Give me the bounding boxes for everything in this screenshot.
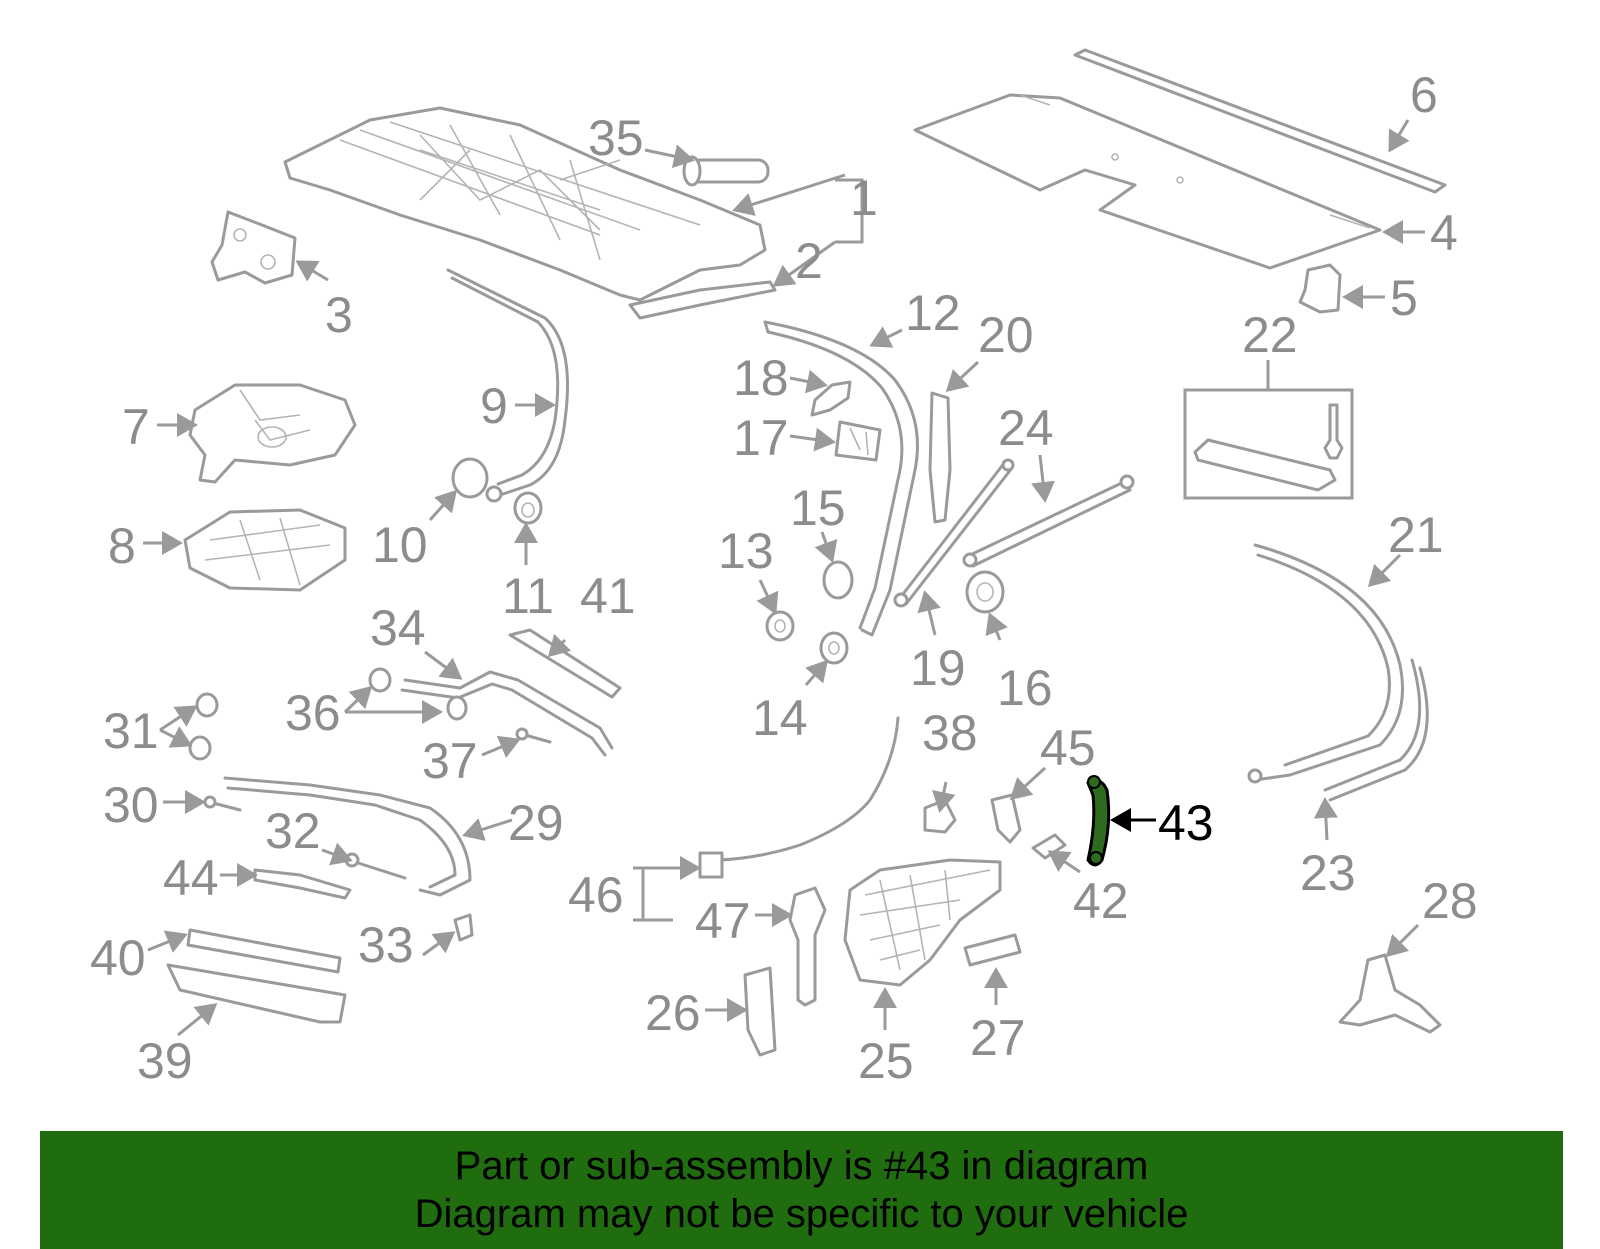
callout-47: 47 [695,893,751,949]
callout-numbers: 1 2 3 4 5 6 7 8 9 10 11 12 13 14 15 16 1… [90,67,1478,1089]
callout-2: 2 [795,233,823,289]
part-16-grommet[interactable] [965,570,1005,614]
part-47-arm[interactable] [788,886,827,1007]
callout-27: 27 [970,1010,1026,1066]
part-7-motor[interactable] [188,383,357,484]
part-31-grommets[interactable] [188,692,219,761]
part-3-bracket[interactable] [210,210,297,285]
callout-29: 29 [508,795,564,851]
part-4-shelf[interactable] [913,93,1382,270]
part-13-washer[interactable] [765,610,795,642]
callout-5: 5 [1390,270,1418,326]
callout-16: 16 [997,660,1053,716]
part-25-main-bracket[interactable] [843,858,1002,987]
part-1-top-frame[interactable] [283,106,767,302]
callout-18: 18 [733,350,789,406]
part-44-bracket[interactable] [253,868,352,900]
part-18-bracket[interactable] [810,380,852,417]
part-37-screw[interactable] [515,727,552,744]
part-27-module[interactable] [963,933,1022,967]
callout-1: 1 [850,170,878,226]
callout-9: 9 [480,378,508,434]
part-45-bracket[interactable] [990,793,1022,844]
callout-45: 45 [1040,720,1096,776]
part-32-pin[interactable] [344,852,407,880]
part-11-grommet[interactable] [513,491,543,525]
part-39-strip[interactable] [166,963,347,1024]
callout-15: 15 [790,480,846,536]
callout-28: 28 [1422,873,1478,929]
part-26-bracket[interactable] [743,966,777,1057]
callout-40: 40 [90,930,146,986]
part-42-plate[interactable] [1031,833,1067,860]
callout-31: 31 [103,703,159,759]
callout-36: 36 [285,685,341,741]
info-banner: Part or sub-assembly is #43 in diagram D… [40,1131,1563,1249]
callout-11: 11 [502,568,554,624]
callout-25: 25 [858,1033,914,1089]
callout-43-highlighted: 43 [1158,795,1214,851]
callout-32: 32 [265,803,321,859]
callout-38: 38 [922,705,978,761]
parts-diagram: 1 2 3 4 5 6 7 8 9 10 11 12 13 14 15 16 1… [90,48,1478,1089]
callout-19: 19 [910,640,966,696]
part-23-rail[interactable] [1323,658,1429,802]
banner-line-part: Part or sub-assembly is #43 in diagram [454,1144,1149,1188]
callout-3: 3 [325,287,353,343]
callout-10: 10 [372,517,428,573]
callout-20: 20 [978,307,1034,363]
part-19-strut[interactable] [893,458,1015,608]
callout-24: 24 [998,400,1054,456]
part-30-bolt[interactable] [203,795,242,812]
callout-35: 35 [588,110,644,166]
part-29-arc-rail[interactable] [223,776,472,897]
part-21-rail[interactable] [1247,543,1404,784]
callout-13: 13 [718,523,774,579]
callout-12: 12 [905,285,961,341]
part-43-link-highlighted[interactable] [1086,775,1111,867]
callout-14: 14 [752,690,808,746]
banner-line-disclaimer: Diagram may not be specific to your vehi… [414,1192,1189,1236]
part-41-strip[interactable] [508,628,622,699]
part-9-arc-link[interactable] [446,268,569,503]
part-36-nut[interactable] [368,667,468,721]
leader-lines [143,119,1425,1037]
callout-39: 39 [137,1033,193,1089]
part-8-tray[interactable] [183,508,347,592]
part-46-cable[interactable] [698,716,900,879]
part-24-strut[interactable] [962,474,1135,568]
callout-26: 26 [645,985,701,1041]
part-14-washer[interactable] [819,631,849,665]
part-34-link[interactable] [400,670,614,757]
callout-17: 17 [733,410,789,466]
callout-44: 44 [163,850,219,906]
part-28-hinge[interactable] [1338,953,1442,1034]
callout-34: 34 [370,600,426,656]
callout-37: 37 [422,733,478,789]
callout-8: 8 [108,518,136,574]
part-20-bracket[interactable] [928,391,952,524]
callout-7: 7 [122,399,150,455]
callout-4: 4 [1430,205,1458,261]
part-22-kit-box[interactable] [1183,388,1354,500]
part-5-clip[interactable] [1298,263,1342,314]
part-33-clip[interactable] [453,913,474,942]
part-10-ring[interactable] [451,457,489,499]
callout-22: 22 [1242,307,1298,363]
callout-42: 42 [1073,873,1129,929]
callout-23: 23 [1300,845,1356,901]
callout-33: 33 [358,917,414,973]
callout-21: 21 [1388,507,1444,563]
callout-41: 41 [580,568,636,624]
part-17-bracket[interactable] [834,420,882,462]
callout-30: 30 [103,777,159,833]
part-35-bolt[interactable] [682,155,770,187]
callout-46: 46 [568,867,624,923]
part-15-ring[interactable] [822,560,854,600]
callout-6: 6 [1410,67,1438,123]
part-6-trim-bar[interactable] [1073,48,1447,194]
part-2-seal-strip[interactable] [628,280,777,320]
part-40-strip[interactable] [186,928,342,974]
part-12-main-arm[interactable] [763,320,919,637]
